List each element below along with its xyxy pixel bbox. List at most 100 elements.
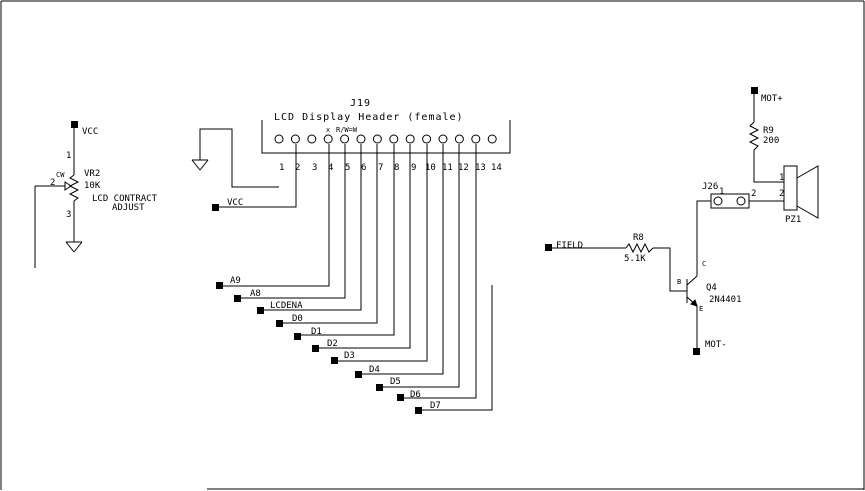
header-pin-icon[interactable] xyxy=(389,134,399,144)
q4-c-label: C xyxy=(702,260,706,268)
d2-net-label: D2 xyxy=(327,339,338,349)
j26-pin-icon xyxy=(736,196,746,206)
vr2-caption-line1: LCD CONTRACT xyxy=(92,194,158,204)
d3-net-label: D3 xyxy=(344,351,355,361)
header-pin-icon[interactable] xyxy=(454,134,464,144)
vr2-vcc-label: VCC xyxy=(82,127,98,137)
header-pin-label: 1 xyxy=(279,163,284,173)
header-pin-label: 13 xyxy=(475,163,486,173)
d5-net-label: D5 xyxy=(390,377,401,387)
pz1-ref-label: PZ1 xyxy=(785,215,801,225)
vr2-potentiometer: VCC 1 3 2 CW VR2 10K LCD CONTRACT ADJUST xyxy=(34,121,158,268)
j19-ref-label: J19 xyxy=(350,98,371,109)
a9-net-pad[interactable] xyxy=(216,282,223,289)
mot-minus-pad[interactable] xyxy=(693,348,700,355)
header-pin-label: 11 xyxy=(442,163,453,173)
header-pin-label: 12 xyxy=(458,163,469,173)
j26-pin2-label: 2 xyxy=(751,189,756,199)
j19-small-label: R/W=W xyxy=(336,126,358,134)
vr2-cw-label: CW xyxy=(56,171,65,179)
j26-pin-icon xyxy=(713,196,723,206)
header-pin-icon[interactable] xyxy=(372,134,382,144)
d3-net-pad[interactable] xyxy=(331,357,338,364)
r9-ref-label: R9 xyxy=(763,126,774,136)
d7-net-pad[interactable] xyxy=(415,407,422,414)
field-pad[interactable] xyxy=(545,244,552,251)
mot-plus-label: MOT+ xyxy=(761,94,783,104)
a9-net-label: A9 xyxy=(230,276,241,286)
header-ground xyxy=(191,128,279,188)
vr2-pin1-label: 1 xyxy=(66,151,71,161)
j26-jumper-body xyxy=(710,193,750,209)
header-pin-icon[interactable] xyxy=(438,134,448,144)
lcdena-net-pad[interactable] xyxy=(257,307,264,314)
wiper-arrow-icon xyxy=(64,181,72,191)
d1-net-pad[interactable] xyxy=(294,333,301,340)
r9-resistor-symbol xyxy=(748,121,760,151)
q4-e-label: E xyxy=(699,305,703,313)
header-pin-label: 9 xyxy=(411,163,416,173)
j26-ref-label: J26 xyxy=(702,182,718,192)
lcdena-net-label: LCDENA xyxy=(270,301,303,311)
a8-net-label: A8 xyxy=(250,289,261,299)
header-pin-label: 14 xyxy=(491,163,502,173)
vr2-pin2-label: 2 xyxy=(50,178,55,188)
npn-transistor-icon xyxy=(686,268,698,352)
header-pin-icon[interactable] xyxy=(290,134,300,144)
header-pin-label: 2 xyxy=(295,163,300,173)
field-net-label: FIELD xyxy=(556,241,583,251)
vcc-port-pad[interactable] xyxy=(71,121,78,128)
mot-minus-label: MOT- xyxy=(705,340,727,350)
vr2-ref-label: VR2 xyxy=(84,169,100,179)
j26-pin1-label: 1 xyxy=(719,187,724,197)
vcc-net-pad[interactable] xyxy=(212,204,219,211)
header-pin-icon[interactable] xyxy=(487,134,497,144)
vr2-caption-line2: ADJUST xyxy=(112,203,145,213)
ground-icon xyxy=(191,159,209,171)
header-pin-icon[interactable] xyxy=(307,134,317,144)
vcc-net-label: VCC xyxy=(227,198,243,208)
d6-net-label: D6 xyxy=(410,390,421,400)
j19-small-marks: x xyxy=(326,126,330,134)
header-pin-icon[interactable] xyxy=(356,134,366,144)
header-pin-circles xyxy=(274,134,497,144)
ground-icon xyxy=(65,241,83,253)
header-pin-label: 8 xyxy=(394,163,399,173)
d2-net-pad[interactable] xyxy=(312,345,319,352)
header-pin-label: 6 xyxy=(361,163,366,173)
header-pin-icon[interactable] xyxy=(471,134,481,144)
header-pin-icon[interactable] xyxy=(422,134,432,144)
piezo-driver: MOT+ R9 200 1 PZ1 2 J26 1 2 FIELD R8 5.1… xyxy=(545,87,819,355)
a8-net-pad[interactable] xyxy=(234,295,241,302)
mot-plus-pad[interactable] xyxy=(751,87,758,94)
header-nets: VCC A9 A8 LCDENA D0 D1 D2 D3 D4 xyxy=(212,144,493,414)
header-pin-label: 5 xyxy=(345,163,350,173)
header-pin-label: 7 xyxy=(378,163,383,173)
header-pin-icon[interactable] xyxy=(323,134,333,144)
r8-ref-label: R8 xyxy=(633,233,644,243)
r8-resistor-symbol xyxy=(625,242,654,254)
vr2-resistor-symbol xyxy=(68,174,80,202)
vr2-pin3-label: 3 xyxy=(66,210,71,220)
header-pin-icon[interactable] xyxy=(340,134,350,144)
q4-b-label: B xyxy=(677,278,681,286)
d5-net-pad[interactable] xyxy=(376,384,383,391)
d1-net-label: D1 xyxy=(311,327,322,337)
header-pin-icon[interactable] xyxy=(405,134,415,144)
pz1-pin1-label: 1 xyxy=(779,173,784,183)
d4-net-pad[interactable] xyxy=(355,371,362,378)
j19-title-label: LCD Display Header (female) xyxy=(274,112,464,123)
r8-value-label: 5.1K xyxy=(624,254,646,264)
d0-net-pad[interactable] xyxy=(276,320,283,327)
header-pin-label: 10 xyxy=(425,163,436,173)
header-pin-label: 4 xyxy=(328,163,333,173)
vr2-value-label: 10K xyxy=(84,181,101,191)
j19-lcd-header: J19 LCD Display Header (female) x R/W=W … xyxy=(261,98,511,173)
q4-part-label: 2N4401 xyxy=(709,295,742,305)
header-pin-icon[interactable] xyxy=(274,134,284,144)
d6-net-pad[interactable] xyxy=(397,394,404,401)
r9-value-label: 200 xyxy=(763,136,779,146)
speaker-icon xyxy=(783,165,819,219)
